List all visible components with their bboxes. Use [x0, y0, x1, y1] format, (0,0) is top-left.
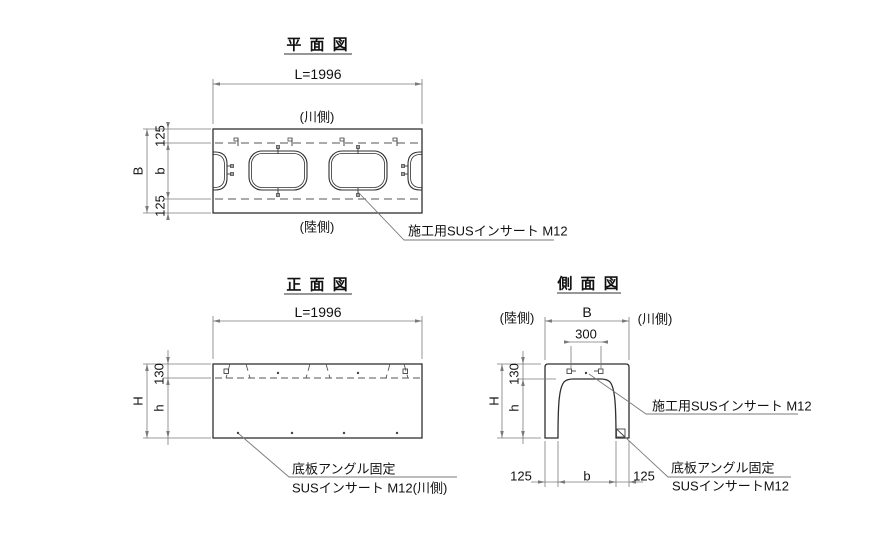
plan-hole-openings — [213, 150, 422, 191]
side-overall-height-dimension: H — [486, 396, 502, 406]
plan-land-side-label: (陸側) — [299, 219, 335, 235]
plan-dimension-arrows — [145, 82, 422, 220]
front-view-title: 正 面 図 — [286, 276, 350, 294]
front-overall-height-dimension: H — [130, 396, 146, 406]
plan-leader-line — [357, 191, 554, 241]
side-base-insert-note-line2: SUSインサートM12 — [672, 478, 790, 494]
side-bottom-left-margin-dimension: 125 — [510, 468, 532, 484]
plan-dimension-lines — [143, 79, 423, 220]
front-base-insert-note-line1: 底板アングル固定 — [292, 461, 396, 477]
side-dimension-lines — [497, 317, 643, 487]
side-body-outline — [544, 363, 630, 439]
plan-inner-width-dimension: b — [152, 167, 168, 175]
side-bottom-right-margin-dimension: 125 — [633, 468, 655, 484]
front-insert-marks — [223, 368, 408, 435]
front-leader-line — [238, 433, 457, 478]
side-view-linework — [497, 292, 798, 487]
front-dimension-lines — [143, 316, 423, 445]
front-top-slab-dimension: 130 — [151, 363, 167, 385]
side-bottom-inner-width-dimension: b — [583, 468, 591, 484]
side-construction-insert-note: 施工用SUSインサート M12 — [652, 398, 812, 414]
plan-river-side-label: (川側) — [299, 109, 335, 125]
side-base-insert-note-line1: 底板アングル固定 — [671, 460, 775, 476]
front-length-dimension: L=1996 — [294, 304, 342, 320]
side-inner-height-dimension: h — [506, 404, 522, 412]
side-insert-spacing-dimension: 300 — [575, 326, 597, 342]
plan-insert-marks — [227, 137, 408, 197]
plan-overall-width-dimension: B — [130, 166, 146, 176]
side-overall-width-dimension: B — [582, 304, 592, 320]
plan-view-linework — [143, 53, 554, 241]
side-leader-line-construction-insert — [588, 373, 798, 415]
side-river-side-label: (川側) — [637, 311, 673, 327]
plan-construction-insert-note: 施工用SUSインサート M12 — [408, 223, 568, 239]
side-leader-line-base-insert — [624, 436, 791, 478]
side-view-title: 側 面 図 — [557, 275, 621, 293]
front-inner-height-dimension: h — [151, 404, 167, 412]
side-insert-marks — [566, 368, 626, 438]
front-base-insert-note-line2: SUSインサート M12(川側) — [292, 480, 448, 496]
plan-length-dimension: L=1996 — [294, 66, 342, 82]
plan-view-title: 平 面 図 — [286, 36, 350, 54]
front-view-linework — [143, 293, 457, 478]
side-top-slab-dimension: 130 — [506, 363, 522, 385]
plan-top-margin-dimension: 125 — [152, 125, 168, 147]
plan-bottom-margin-dimension: 125 — [152, 195, 168, 217]
side-dimension-arrows — [500, 319, 636, 484]
front-dimension-arrows — [145, 319, 422, 438]
side-land-side-label: (陸側) — [499, 310, 535, 326]
